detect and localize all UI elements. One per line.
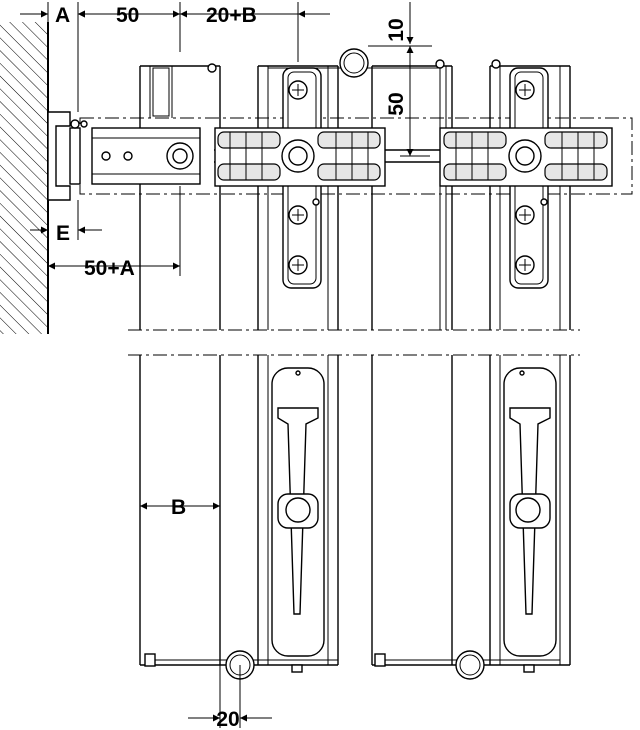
top-guide-roller <box>207 48 501 78</box>
door-panels-upper <box>139 65 571 330</box>
dim-label-50-vertical: 50 <box>385 92 408 115</box>
dim-label-50-top: 50 <box>116 4 139 27</box>
dimension-lines <box>20 2 432 728</box>
dim-label-20-bottom: 20 <box>216 708 239 730</box>
roller-carriage-right <box>439 67 613 289</box>
dim-label-20-plus-b: 20+B <box>206 4 257 27</box>
dim-label-b: B <box>171 496 186 519</box>
adjuster-right <box>503 367 557 657</box>
dim-label-50-plus-a: 50+A <box>84 257 135 280</box>
bottom-guides <box>144 650 535 680</box>
wall <box>0 22 49 334</box>
dim-label-10: 10 <box>385 18 408 41</box>
dim-label-a: A <box>55 4 70 27</box>
end-stop <box>91 127 201 185</box>
roller-carriage-left <box>214 67 386 289</box>
wall-bracket <box>47 111 88 201</box>
dim-label-e: E <box>56 222 70 245</box>
adjuster-left <box>271 367 325 657</box>
door-panels-lower <box>139 355 571 666</box>
